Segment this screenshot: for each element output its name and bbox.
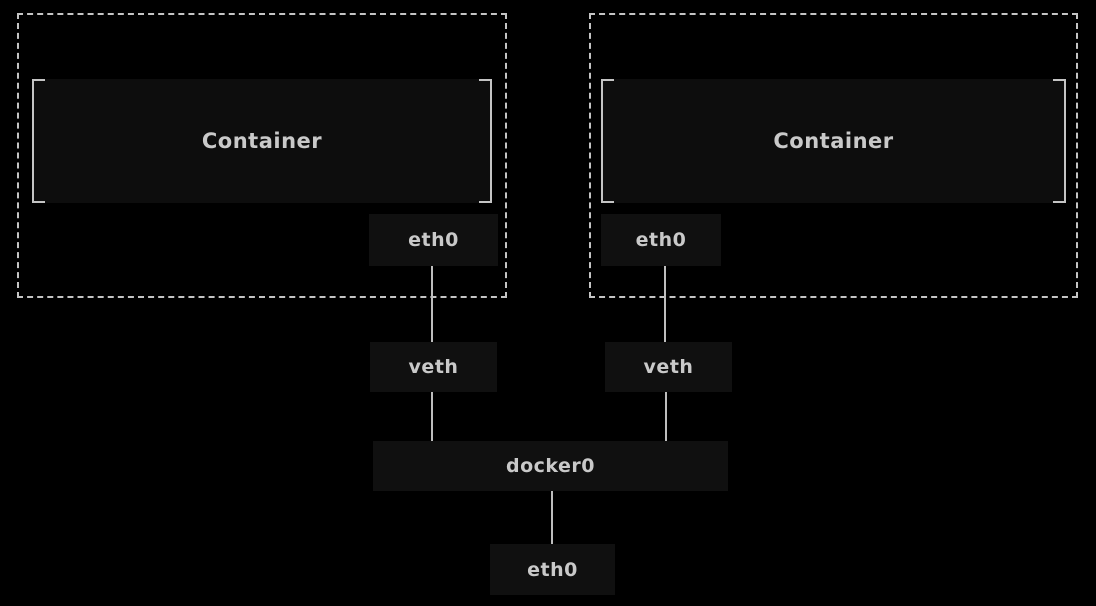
eth0-label: eth0 [408, 229, 459, 251]
edge-eth0-to-veth-right [664, 266, 666, 342]
right-bracket-icon [479, 79, 492, 203]
veth-node-left: veth [370, 342, 497, 392]
eth0-node-left: eth0 [369, 214, 498, 266]
veth-label: veth [643, 356, 694, 378]
veth-node-right: veth [605, 342, 732, 392]
docker0-label: docker0 [505, 455, 596, 477]
host-eth0-label: eth0 [527, 558, 578, 581]
container-node-right: Container [601, 79, 1066, 203]
right-bracket-icon [1053, 79, 1066, 203]
edge-eth0-to-veth-left [431, 266, 433, 342]
left-bracket-icon [32, 79, 45, 203]
container-node-left: Container [32, 79, 492, 203]
left-bracket-icon [601, 79, 614, 203]
edge-veth-to-docker0-left [431, 392, 433, 441]
edge-veth-to-docker0-right [665, 392, 667, 441]
container-label: Container [201, 129, 323, 153]
network-namespace-box-right [589, 13, 1078, 298]
eth0-node-right: eth0 [601, 214, 721, 266]
network-namespace-box-left [17, 13, 507, 298]
eth0-label: eth0 [635, 229, 687, 251]
veth-label: veth [408, 356, 459, 378]
docker0-bridge-node: docker0 [373, 441, 728, 491]
host-eth0-node: eth0 [490, 544, 615, 595]
container-label: Container [773, 129, 894, 153]
edge-docker0-to-host-eth0 [551, 491, 553, 544]
